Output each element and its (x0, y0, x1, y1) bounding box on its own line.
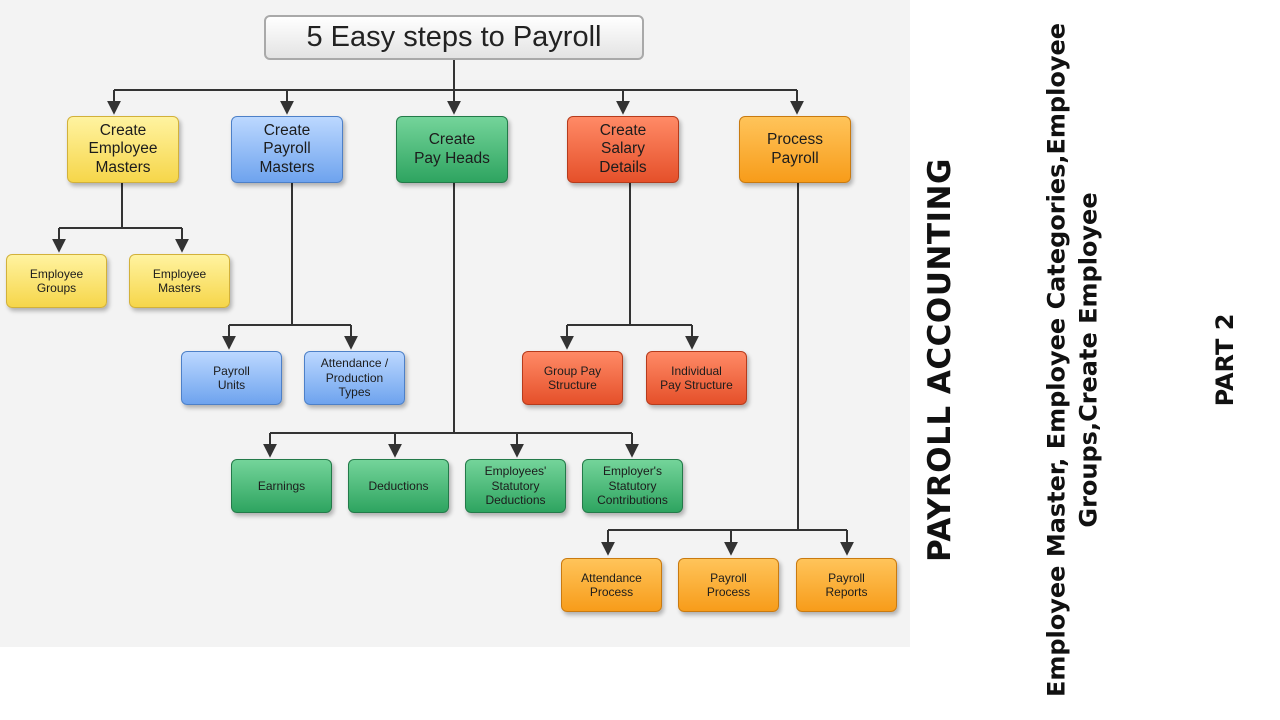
side-part-column: PART 2 (1195, 0, 1255, 720)
node-deductions: Deductions (348, 459, 449, 513)
node-individual-pay-structure: Individual Pay Structure (646, 351, 747, 405)
node-create-payroll-masters: Create Payroll Masters (231, 116, 343, 183)
node-employees-statutory-deductions: Employees' Statutory Deductions (465, 459, 566, 513)
node-create-salary-details: Create Salary Details (567, 116, 679, 183)
side-heading-column: PAYROLL ACCOUNTING (910, 0, 970, 720)
node-payroll-reports: Payroll Reports (796, 558, 897, 612)
node-attendance-production-types: Attendance / Production Types (304, 351, 405, 405)
node-process-payroll: Process Payroll (739, 116, 851, 183)
node-employee-groups: Employee Groups (6, 254, 107, 308)
diagram-panel: 5 Easy steps to Payroll Create Employee … (0, 0, 910, 647)
node-payroll-process: Payroll Process (678, 558, 779, 612)
side-subtitle-column: Employee Master, Employee Categories,Emp… (985, 0, 1160, 720)
side-heading: PAYROLL ACCOUNTING (922, 158, 958, 562)
node-create-pay-heads: Create Pay Heads (396, 116, 508, 183)
side-part: PART 2 (1211, 313, 1239, 407)
node-attendance-process: Attendance Process (561, 558, 662, 612)
side-subtitle: Employee Master, Employee Categories,Emp… (1042, 22, 1103, 698)
node-employee-masters: Employee Masters (129, 254, 230, 308)
node-group-pay-structure: Group Pay Structure (522, 351, 623, 405)
node-payroll-units: Payroll Units (181, 351, 282, 405)
node-earnings: Earnings (231, 459, 332, 513)
node-create-employee-masters: Create Employee Masters (67, 116, 179, 183)
connector-lines (52, 60, 854, 556)
diagram-title: 5 Easy steps to Payroll (264, 15, 644, 60)
node-employers-statutory-contributions: Employer's Statutory Contributions (582, 459, 683, 513)
